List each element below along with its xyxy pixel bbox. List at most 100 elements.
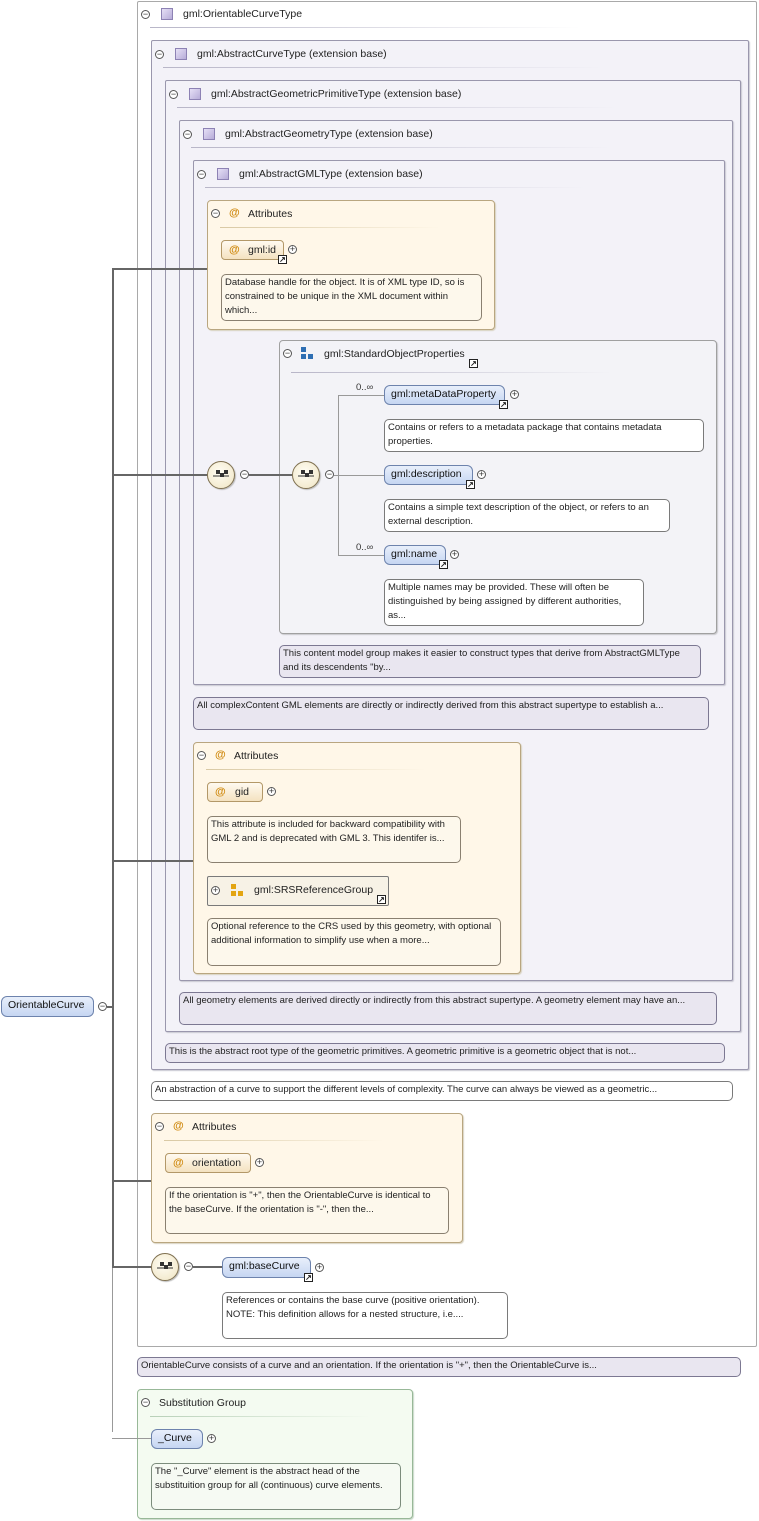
complex-type-icon bbox=[203, 128, 215, 140]
sequence-compositor-icon[interactable] bbox=[292, 461, 320, 489]
at-sign-icon: @ bbox=[215, 786, 226, 798]
external-link-arrow-icon[interactable]: ↗ bbox=[499, 400, 508, 409]
collapse-toggle-icon[interactable]: − bbox=[325, 469, 334, 479]
collapse-toggle-icon[interactable]: − bbox=[197, 169, 206, 179]
orientable-curve-type-label: gml:OrientableCurveType bbox=[183, 8, 303, 20]
header-divider bbox=[164, 1140, 384, 1141]
gml-id-label: gml:id bbox=[248, 244, 277, 256]
curve-head-element[interactable]: _Curve bbox=[151, 1429, 203, 1449]
complex-type-icon bbox=[189, 88, 201, 100]
collapse-toggle-icon[interactable]: − bbox=[141, 9, 150, 19]
geometry-type-description: All geometry elements are derived direct… bbox=[179, 992, 717, 1025]
expand-toggle-icon[interactable]: + bbox=[211, 885, 220, 895]
collapse-toggle-icon[interactable]: − bbox=[155, 49, 164, 59]
collapse-toggle-icon[interactable]: − bbox=[240, 469, 249, 479]
expand-toggle-icon[interactable]: + bbox=[207, 1433, 216, 1443]
external-link-arrow-icon[interactable]: ↗ bbox=[278, 255, 287, 264]
spine-connector bbox=[112, 268, 114, 1268]
spine-connector bbox=[107, 1006, 113, 1008]
expand-toggle-icon[interactable]: + bbox=[315, 1262, 324, 1272]
abstract-curve-type-label: gml:AbstractCurveType (extension base) bbox=[197, 48, 387, 60]
orientable-curve-description: OrientableCurve consists of a curve and … bbox=[137, 1357, 741, 1377]
metadata-property-description: Contains or refers to a metadata package… bbox=[384, 419, 704, 452]
at-sign-icon: @ bbox=[173, 1157, 184, 1169]
collapse-toggle-icon[interactable]: − bbox=[141, 1397, 150, 1407]
sequence-compositor-icon[interactable] bbox=[151, 1253, 179, 1281]
metadata-property-element[interactable]: gml:metaDataProperty bbox=[384, 385, 505, 405]
expand-toggle-icon[interactable]: + bbox=[510, 389, 519, 399]
gml-id-description: Database handle for the object. It is of… bbox=[221, 274, 482, 321]
external-link-arrow-icon[interactable]: ↗ bbox=[466, 480, 475, 489]
header-divider bbox=[205, 187, 585, 188]
gid-attribute[interactable]: @ gid bbox=[207, 782, 263, 802]
external-link-arrow-icon[interactable]: ↗ bbox=[377, 895, 386, 904]
abstract-geometry-type-label: gml:AbstractGeometryType (extension base… bbox=[225, 128, 433, 140]
name-cardinality: 0..∞ bbox=[356, 542, 374, 553]
connector-line bbox=[334, 475, 339, 476]
attributes-title: Attributes bbox=[248, 208, 293, 220]
description-element[interactable]: gml:description bbox=[384, 465, 473, 485]
collapse-toggle-icon[interactable]: − bbox=[211, 208, 220, 218]
complex-type-icon bbox=[161, 8, 173, 20]
srs-reference-group-description: Optional reference to the CRS used by th… bbox=[207, 918, 501, 966]
gid-label: gid bbox=[235, 786, 250, 798]
complex-type-icon bbox=[217, 168, 229, 180]
name-element-description: Multiple names may be provided. These wi… bbox=[384, 579, 644, 626]
attribute-group-icon bbox=[301, 347, 314, 360]
header-divider bbox=[291, 372, 611, 373]
srs-reference-group[interactable]: + gml:SRSReferenceGroup bbox=[207, 876, 389, 906]
expand-toggle-icon[interactable]: + bbox=[288, 244, 297, 254]
orientation-attribute[interactable]: @ orientation bbox=[165, 1153, 251, 1173]
collapse-toggle-icon[interactable]: − bbox=[183, 129, 192, 139]
collapse-toggle-icon[interactable]: − bbox=[184, 1261, 193, 1271]
external-link-arrow-icon[interactable]: ↗ bbox=[439, 560, 448, 569]
complex-type-icon bbox=[175, 48, 187, 60]
name-element[interactable]: gml:name bbox=[384, 545, 446, 565]
external-link-arrow-icon[interactable]: ↗ bbox=[304, 1273, 313, 1282]
standard-object-properties-label: gml:StandardObjectProperties bbox=[324, 348, 465, 360]
at-sign-icon: @ bbox=[229, 244, 240, 256]
header-divider bbox=[191, 147, 611, 148]
collapse-toggle-icon[interactable]: − bbox=[98, 1001, 107, 1011]
standard-object-properties-description: This content model group makes it easier… bbox=[279, 645, 701, 678]
base-curve-element[interactable]: gml:baseCurve bbox=[222, 1257, 311, 1278]
gml-id-attribute[interactable]: @ gml:id bbox=[221, 240, 284, 260]
expand-toggle-icon[interactable]: + bbox=[477, 469, 486, 479]
orientation-label: orientation bbox=[192, 1157, 242, 1169]
branch-connector bbox=[338, 555, 384, 556]
spine-branch-gid bbox=[112, 860, 193, 862]
attribute-group-icon bbox=[231, 884, 244, 897]
spine-branch-orientation bbox=[112, 1180, 151, 1182]
orientable-curve-root-element[interactable]: OrientableCurve bbox=[1, 996, 94, 1017]
description-element-description: Contains a simple text description of th… bbox=[384, 499, 670, 532]
spine-branch-gml-id bbox=[112, 268, 207, 270]
abstract-geometric-primitive-type-label: gml:AbstractGeometricPrimitiveType (exte… bbox=[211, 88, 462, 100]
collapse-toggle-icon[interactable]: − bbox=[155, 1121, 164, 1131]
collapse-toggle-icon[interactable]: − bbox=[197, 750, 206, 760]
gml-type-description: All complexContent GML elements are dire… bbox=[193, 697, 709, 730]
header-divider bbox=[163, 67, 603, 68]
expand-toggle-icon[interactable]: + bbox=[255, 1157, 264, 1167]
expand-toggle-icon[interactable]: + bbox=[450, 549, 459, 559]
at-sign-icon: @ bbox=[229, 207, 240, 219]
expand-toggle-icon[interactable]: + bbox=[267, 786, 276, 796]
substitution-connector bbox=[112, 1438, 151, 1439]
header-divider bbox=[206, 769, 426, 770]
sequence-compositor-icon[interactable] bbox=[207, 461, 235, 489]
at-sign-icon: @ bbox=[215, 749, 226, 761]
collapse-toggle-icon[interactable]: − bbox=[169, 89, 178, 99]
base-curve-description: References or contains the base curve (p… bbox=[222, 1292, 508, 1339]
collapse-toggle-icon[interactable]: − bbox=[283, 348, 292, 358]
curve-head-description: The "_Curve" element is the abstract hea… bbox=[151, 1463, 401, 1510]
at-sign-icon: @ bbox=[173, 1120, 184, 1132]
connector-line bbox=[249, 474, 292, 476]
abstract-gml-type-label: gml:AbstractGMLType (extension base) bbox=[239, 168, 423, 180]
branch-connector bbox=[338, 475, 384, 476]
header-divider bbox=[150, 27, 580, 28]
attributes-title: Attributes bbox=[192, 1121, 237, 1133]
geometric-primitive-type-description: This is the abstract root type of the ge… bbox=[165, 1043, 725, 1063]
spine-branch-base-curve bbox=[112, 1266, 151, 1268]
srs-reference-group-label: gml:SRSReferenceGroup bbox=[254, 884, 374, 896]
external-link-arrow-icon[interactable]: ↗ bbox=[469, 359, 478, 368]
attributes-title: Attributes bbox=[234, 750, 279, 762]
